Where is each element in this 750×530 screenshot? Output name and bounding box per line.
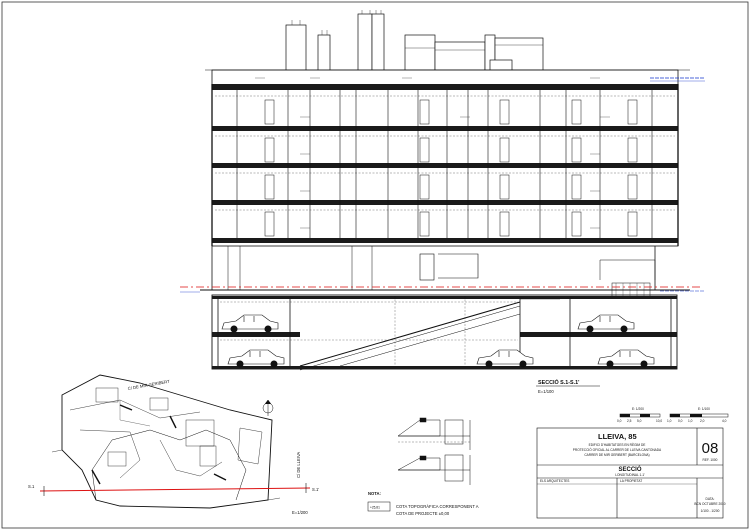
- level-lines: [180, 77, 705, 293]
- graphic-scale-right: [669, 413, 729, 418]
- note-heading: NOTA:: [368, 491, 381, 496]
- section-scale: E=1/100: [538, 389, 554, 394]
- level-mark-box: [367, 501, 391, 512]
- scale-right-label: E: 1/100: [698, 407, 710, 411]
- sheet-number: 08: [702, 440, 719, 457]
- site-plan: [51, 374, 281, 509]
- scale-right-tick-0: 1,0: [667, 419, 672, 423]
- title-scale: 1/100 - 1/200: [701, 509, 720, 513]
- note-level-mark: +25,81: [370, 506, 380, 510]
- street-label-a: C/ DE MIR GERIBERT: [127, 379, 170, 391]
- section-title: SECCIÓ S.1-S.1': [538, 378, 579, 386]
- plan-scale: E=1/200: [292, 510, 308, 515]
- project-name: LLEIVA, 85: [598, 432, 637, 441]
- drawing-title: SECCIÓ: [618, 465, 641, 473]
- drawing-subtitle: LONGITUDINAL 1-1': [615, 473, 645, 477]
- scale-left-tick-3: 10,0: [656, 419, 662, 423]
- scale-left-tick-1: 2,5: [627, 419, 632, 423]
- sheet-ref: REF. 1000: [703, 458, 718, 462]
- scale-left-tick-0: 0,0: [617, 419, 622, 423]
- note-line-2: COTA DE PROJECTE ±0,00: [396, 511, 450, 516]
- room-tags: [255, 77, 610, 229]
- architects-label: ELS ARQUITECTES: [540, 479, 569, 483]
- date-value: BCN OCTUBRE 2010: [694, 502, 725, 506]
- cut-line: [39, 483, 311, 496]
- owner-label: LA PROPIETAT: [620, 479, 642, 483]
- scale-right-tick-1: 0,0: [678, 419, 683, 423]
- scale-right-tick-3: 2,0: [700, 419, 705, 423]
- project-desc-3: CARRER DE MIR GERIBERT (BARCELONA): [584, 453, 649, 457]
- cut-start-label: S.1: [28, 484, 35, 489]
- detail-sketches: [397, 417, 471, 485]
- floors: [205, 69, 690, 247]
- note-line-1: COTA TOPOGRÀFICA CORRESPONENT A: [396, 504, 479, 509]
- title-block: [536, 427, 724, 519]
- ground-floor: [211, 246, 656, 298]
- project-desc-1: EDIFICI D'HABITATGES EN RÈGIM DE: [589, 442, 646, 447]
- date-label: DATA:: [706, 497, 715, 501]
- scale-left-tick-2: 5,0: [637, 419, 642, 423]
- north-arrow-icon: [262, 399, 274, 416]
- cut-end-label: S.1': [312, 487, 319, 492]
- scale-left-label: E: 1/200: [632, 407, 644, 411]
- scale-right-tick-2: 1,0: [688, 419, 693, 423]
- graphic-scale-left: [619, 413, 661, 418]
- garage: [211, 294, 678, 371]
- street-label-b: C/ DE LLEIVA: [296, 452, 301, 478]
- cars: [221, 314, 655, 368]
- project-desc-2: PROTECCIÓ OFICIAL AL CARRER DE LLEIVA CA…: [573, 447, 662, 452]
- scale-right-tick-4: 4,0: [722, 419, 727, 423]
